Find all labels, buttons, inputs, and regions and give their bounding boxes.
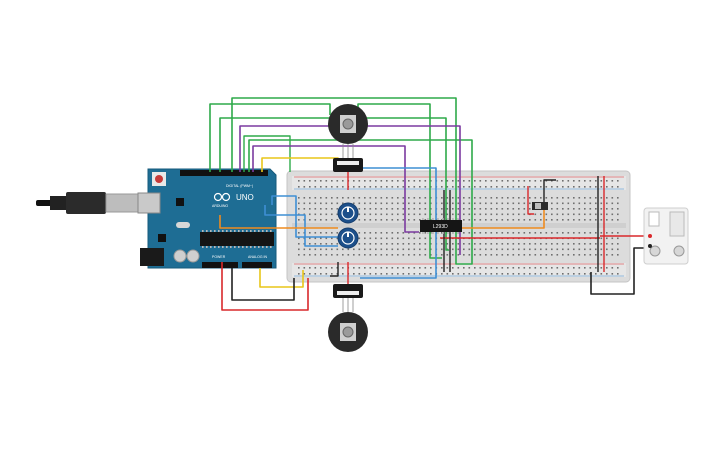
wire-green-2[interactable]: [219, 117, 449, 251]
encoder-connector-top[interactable]: [333, 158, 363, 172]
chip-label: L293D: [433, 224, 448, 230]
power-label: POWER: [212, 255, 226, 259]
dc-motor-bottom[interactable]: [328, 298, 368, 352]
board-maker: ARDUINO: [212, 204, 228, 208]
encoder-connector-bottom[interactable]: [333, 284, 363, 298]
power-jack: [140, 248, 164, 266]
bottom-power-rail: [292, 263, 626, 277]
top-power-rail: [292, 176, 626, 190]
potentiometer-bottom[interactable]: [337, 227, 359, 249]
wires: [209, 97, 650, 311]
wire-red-1[interactable]: [221, 262, 309, 311]
power-header: [202, 262, 238, 268]
wire-purple-2[interactable]: [252, 145, 419, 233]
wire-green-3[interactable]: [231, 97, 473, 265]
potentiometer-icon: [337, 202, 359, 224]
wire-orange-2[interactable]: [461, 210, 545, 229]
battery-pack[interactable]: [643, 207, 689, 265]
wire-black-battery[interactable]: [590, 247, 650, 295]
wire-black-3[interactable]: [543, 179, 556, 208]
wire-black-2[interactable]: [330, 262, 339, 277]
motor-driver-chip[interactable]: L293D: [420, 218, 462, 234]
analog-label: ANALOG IN: [248, 255, 268, 259]
dc-motor-top[interactable]: [328, 104, 368, 158]
slide-switch[interactable]: [532, 202, 548, 210]
wire-red-5[interactable]: [527, 186, 534, 215]
usb-port: [137, 192, 161, 214]
atmega-chip: [200, 232, 274, 246]
wire-yellow-1[interactable]: [259, 268, 304, 288]
analog-header: [242, 262, 272, 268]
arduino-logo-icon: [213, 192, 231, 202]
wire-blue-2[interactable]: [271, 195, 338, 238]
wire-green-4[interactable]: [243, 135, 291, 172]
board-name: UNO: [236, 193, 254, 202]
digital-header: [180, 170, 268, 176]
potentiometer-top[interactable]: [337, 202, 359, 224]
digital-label: DIGITAL (PWM~): [226, 184, 253, 188]
potentiometer-icon: [337, 227, 359, 249]
arduino-uno-board[interactable]: UNO ARDUINO DIGITAL (PWM~) POWER ANALOG …: [36, 168, 277, 269]
wire-orange-1[interactable]: [219, 215, 338, 229]
wire-yellow-2[interactable]: [261, 157, 339, 172]
wire-blue-1[interactable]: [264, 205, 338, 247]
usb-cable-icon: [36, 192, 139, 214]
wire-black-1[interactable]: [231, 268, 295, 301]
